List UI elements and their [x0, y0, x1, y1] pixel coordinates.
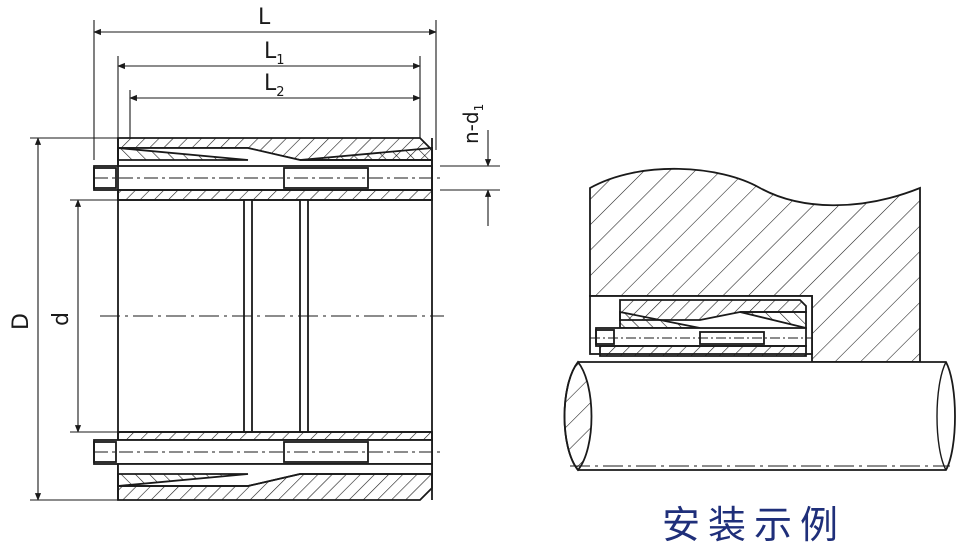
dim-D: D [9, 313, 34, 330]
dimension-labels: L L1 L2 n-d1 D d [9, 5, 486, 330]
dim-L1: L1 [264, 39, 285, 68]
installation-example-view [563, 167, 956, 472]
dim-L: L [258, 5, 271, 30]
svg-text:n-d1: n-d1 [459, 104, 486, 144]
dim-L2: L2 [264, 71, 285, 100]
dim-n-d1: n-d1 [459, 104, 486, 144]
left-section-view [93, 137, 444, 501]
dimension-lines [30, 20, 500, 501]
installation-example-caption: 安装示例 [662, 503, 847, 547]
dim-d: d [49, 312, 74, 326]
